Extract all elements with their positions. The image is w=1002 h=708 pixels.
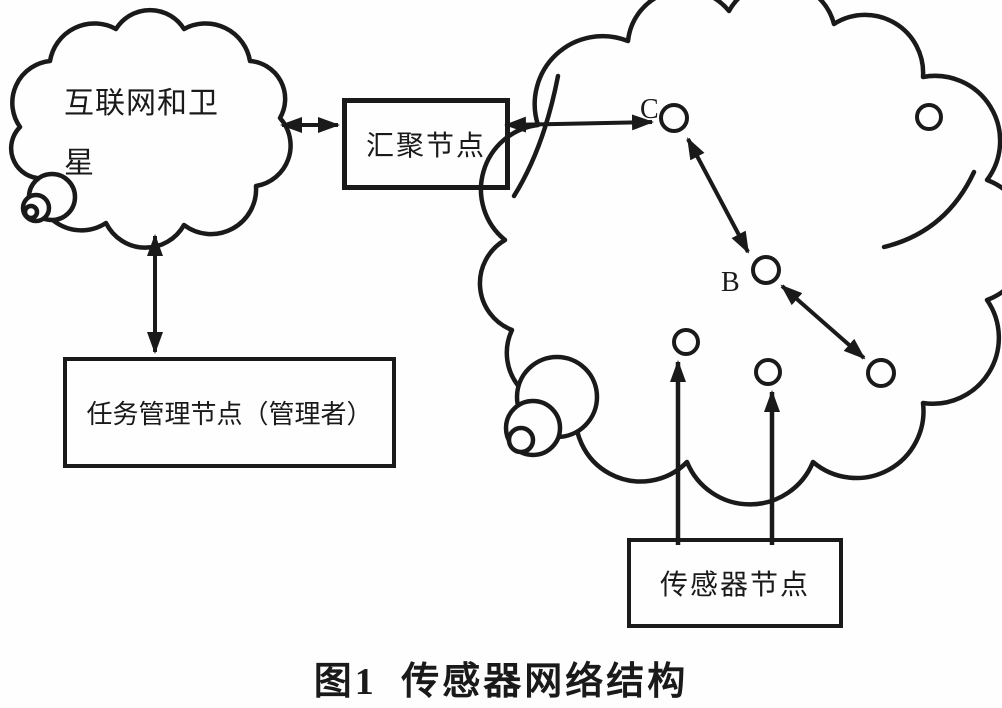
node-b-label: B bbox=[721, 267, 740, 298]
node-top-right-circle bbox=[915, 103, 943, 131]
arrow-c-b bbox=[686, 137, 750, 254]
internet-cloud-label: 互联网和卫星 bbox=[64, 87, 219, 180]
node-lower-left-circle bbox=[672, 328, 700, 356]
sink-node-label: 汇聚节点 bbox=[365, 131, 486, 162]
figure-caption: 图1 传感器网络结构 bbox=[313, 661, 689, 703]
link-arrows bbox=[147, 114, 866, 545]
task-manager-box: 任务管理节点（管理者） bbox=[63, 357, 396, 468]
sensor-cloud-tail-spiral bbox=[503, 354, 600, 458]
sink-node-box: 汇聚节点 bbox=[342, 98, 510, 190]
node-b-circle bbox=[751, 255, 781, 285]
sensor-node-box: 传感器节点 bbox=[627, 538, 843, 628]
node-c-circle bbox=[659, 103, 689, 133]
sensor-node-label: 传感器节点 bbox=[659, 570, 810, 601]
sensor-node-circles bbox=[659, 103, 943, 388]
arrow-sink-node-c bbox=[504, 114, 654, 133]
task-manager-label: 任务管理节点（管理者） bbox=[86, 400, 373, 429]
arrow-b-node bbox=[780, 284, 866, 360]
sensor-field-cloud-shape bbox=[477, 0, 1002, 507]
node-lower-mid-circle bbox=[754, 358, 782, 386]
internet-cloud-tail-spiral bbox=[20, 171, 78, 224]
node-bottom-right-circle bbox=[866, 358, 896, 388]
node-c-label: C bbox=[640, 94, 659, 125]
